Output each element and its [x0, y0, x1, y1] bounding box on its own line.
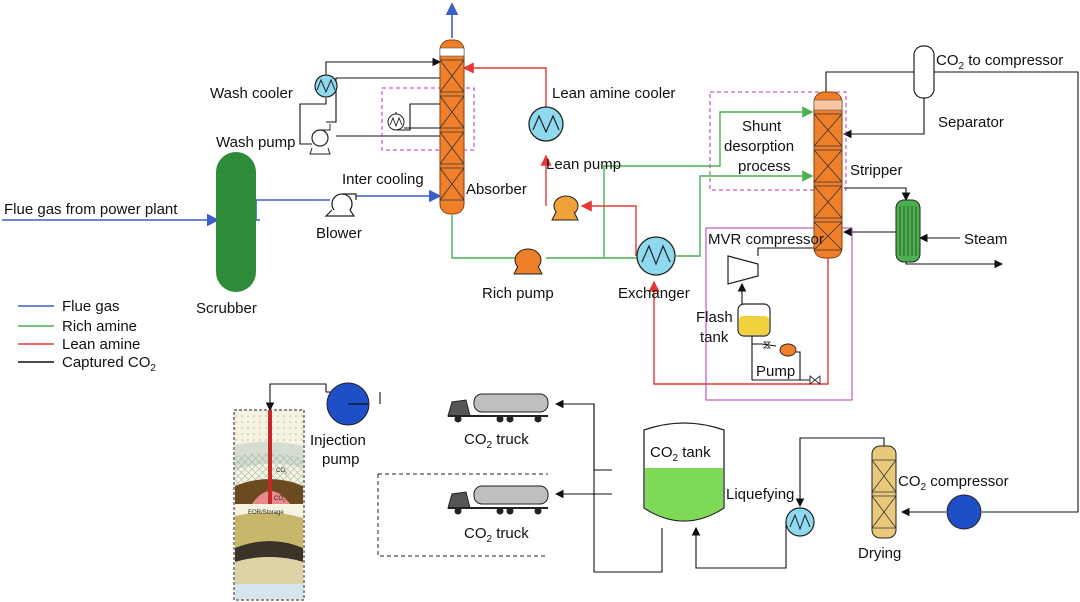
- label-shunt-3: process: [738, 158, 791, 175]
- co2-lines: [265, 57, 1079, 573]
- label-separator: Separator: [938, 114, 1004, 131]
- label-co2-to-compressor: CO2 to compressor: [936, 52, 1063, 72]
- label-shunt-2: desorption: [724, 138, 794, 155]
- label-mvr-compressor: MVR compressor: [708, 231, 824, 248]
- label-geo-co2-b: CO2: [274, 496, 286, 503]
- exchanger-icon: [636, 236, 676, 276]
- flash-pump-icon: [763, 341, 797, 357]
- injection-pump-icon: [326, 382, 370, 426]
- scrubber-column: [216, 152, 256, 292]
- label-geo-storage: EOR/Storage: [248, 510, 284, 516]
- co2-compressor-icon: [946, 494, 982, 530]
- label-injection-1: Injection: [310, 432, 366, 449]
- label-pump: Pump: [756, 363, 795, 380]
- label-blower: Blower: [316, 225, 362, 242]
- stripper-column: [813, 91, 843, 259]
- liquefying-cooler-icon: [785, 507, 815, 537]
- rich-amine-lines: [451, 106, 814, 259]
- separator-vessel: [913, 45, 935, 99]
- absorber-column: [439, 39, 465, 215]
- legend-label-rich-amine: Rich amine: [62, 318, 137, 335]
- label-scrubber: Scrubber: [196, 300, 257, 317]
- label-co2-tank: CO2 tank: [650, 444, 711, 464]
- label-flash-2: tank: [700, 329, 729, 346]
- label-rich-pump: Rich pump: [482, 285, 554, 302]
- label-wash-pump: Wash pump: [216, 134, 295, 151]
- blower-icon: [324, 193, 357, 217]
- label-steam: Steam: [964, 231, 1007, 248]
- label-co2-truck-2: CO2 truck: [464, 525, 529, 545]
- lean-pump-icon: [551, 195, 579, 221]
- label-co2-compressor: CO2 compressor: [898, 473, 1009, 493]
- labels: Flue gas from power plant Scrubber Blowe…: [4, 52, 1063, 562]
- reboiler-icon: [895, 199, 921, 263]
- mvr-compressor-icon: [727, 255, 759, 285]
- label-lean-pump: Lean pump: [546, 156, 621, 173]
- label-wash-cooler: Wash cooler: [210, 85, 293, 102]
- label-absorber: Absorber: [466, 181, 527, 198]
- legend-label-flue-gas: Flue gas: [62, 298, 120, 315]
- rich-pump-icon: [513, 248, 543, 275]
- co2-truck-1: [447, 393, 549, 423]
- legend: Flue gas Rich amine Lean amine Captured …: [18, 298, 156, 374]
- label-exchanger: Exchanger: [618, 285, 690, 302]
- label-flash-1: Flash: [696, 309, 733, 326]
- valve-icon: [809, 375, 821, 385]
- label-co2-truck-1: CO2 truck: [464, 431, 529, 451]
- drying-column: [871, 445, 897, 539]
- label-injection-2: pump: [322, 451, 360, 468]
- lean-amine-cooler-icon: [528, 106, 564, 142]
- flash-tank-vessel: [737, 303, 771, 337]
- truck-route-dashed: [377, 473, 548, 557]
- mvr-box: [705, 227, 853, 401]
- inter-cooler-icon: [387, 113, 405, 131]
- label-stripper: Stripper: [850, 162, 903, 179]
- legend-label-lean-amine: Lean amine: [62, 336, 140, 353]
- legend-label-captured-co2: Captured CO2: [62, 354, 156, 374]
- lean-amine-lines: [462, 62, 829, 385]
- shunt-dashed-box: [709, 91, 847, 191]
- label-lean-amine-cooler: Lean amine cooler: [552, 85, 675, 102]
- label-geo-co2-a: CO2: [276, 468, 288, 475]
- flue-gas-lines: [2, 2, 459, 227]
- co2-truck-2: [447, 485, 549, 515]
- label-flue-gas-in: Flue gas from power plant: [4, 201, 178, 218]
- co2-tank-vessel: [643, 422, 725, 522]
- inter-cooling-dashed-box: [381, 87, 475, 151]
- label-drying: Drying: [858, 545, 901, 562]
- wash-pump-icon: [309, 124, 331, 155]
- label-shunt-1: Shunt: [742, 118, 782, 135]
- wash-cooler-icon: [314, 74, 338, 98]
- geological-storage-panel: [233, 409, 305, 601]
- label-liquefying: Liquefying: [726, 486, 794, 503]
- label-inter-cooling: Inter cooling: [342, 171, 424, 188]
